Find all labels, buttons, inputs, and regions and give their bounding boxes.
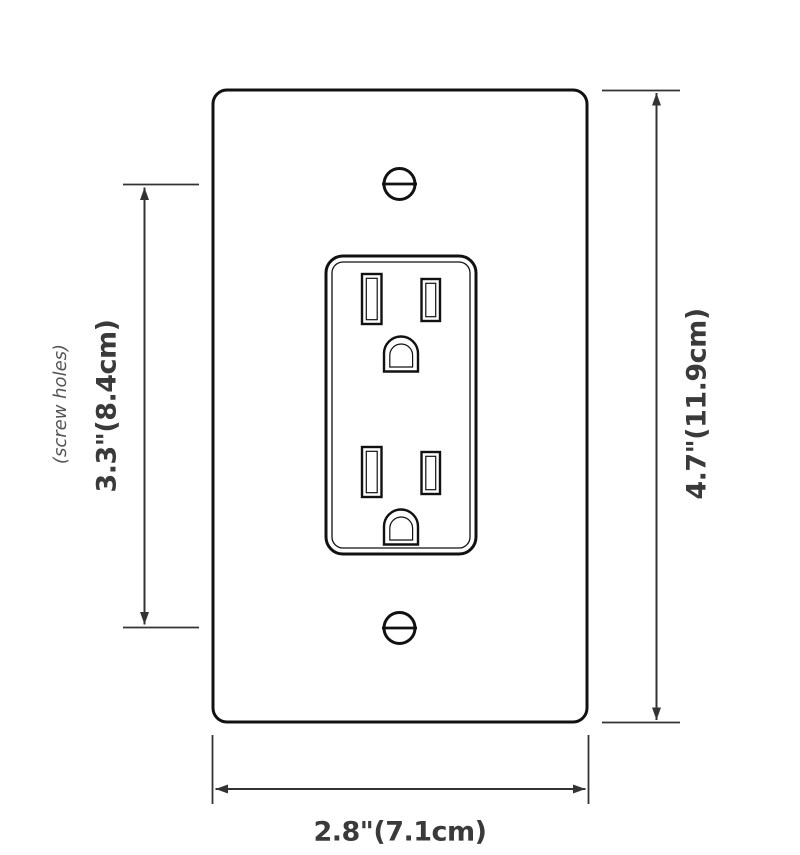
bottom-screw-icon (382, 611, 417, 645)
screw-spacing-dimension (123, 183, 199, 629)
height-dimension (602, 89, 680, 724)
height-dimension-label: 4.7"(11.9cm) (681, 308, 713, 500)
width-dimension (211, 735, 590, 804)
screw-holes-note: (screw holes) (50, 343, 71, 465)
width-dimension-label: 2.8"(7.1cm) (313, 816, 487, 848)
top-screw-icon (382, 167, 417, 201)
duplex-outlet (324, 254, 478, 556)
outlet-face-inner (331, 261, 471, 549)
screw-spacing-dimension-label: 3.3"(8.4cm) (91, 319, 123, 493)
